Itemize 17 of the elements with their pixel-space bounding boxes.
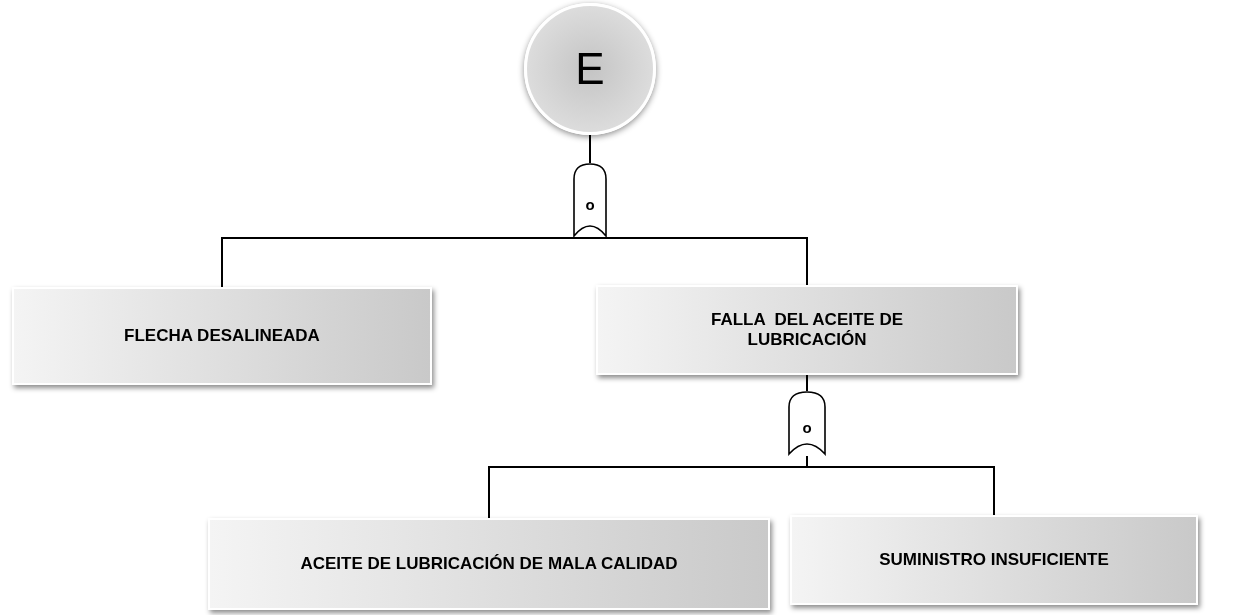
event-box (790, 515, 1198, 605)
connector-line (806, 455, 995, 516)
event-label: SUMINISTRO INSUFICIENTE (879, 550, 1109, 570)
event-label: FALLA DEL ACEITE DE LUBRICACIÓN (709, 310, 904, 350)
event-circle (524, 3, 656, 135)
event-label: FLECHA DESALINEADA (124, 326, 320, 346)
event-box (12, 287, 432, 385)
event-box (596, 285, 1018, 375)
event-label: E (575, 44, 605, 94)
event-label: ACEITE DE LUBRICACIÓN DE MALA CALIDAD (300, 554, 678, 574)
connector-line (221, 237, 591, 288)
connector-line (806, 374, 808, 392)
event-box (208, 518, 770, 610)
connector-line (589, 237, 808, 286)
gate-label: o (585, 196, 595, 213)
gate-label: o (802, 419, 812, 436)
connector-line (589, 134, 591, 164)
